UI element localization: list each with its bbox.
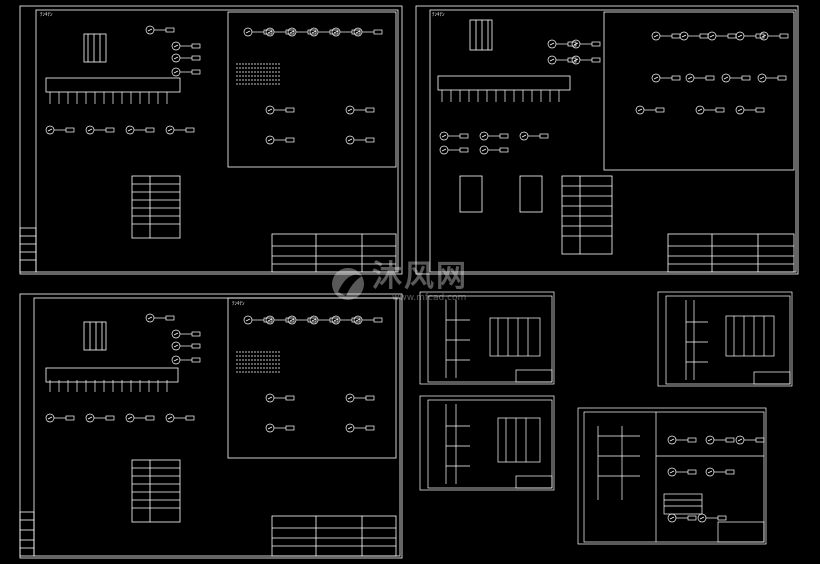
sheet-e-inner (665, 295, 791, 385)
sheet-a-title-block (271, 233, 397, 273)
sheet-c-inner-frame (33, 297, 401, 557)
sheet-c-title-block (271, 515, 397, 557)
sheet-b-inner-frame (429, 9, 797, 273)
sheet-a-side-strip (19, 227, 37, 273)
sheet-b (415, 5, 799, 275)
sheet-a-inner-frame (35, 9, 399, 273)
watermark-brand: 沐风网 (372, 259, 468, 294)
sheet-b-label: ﾃﾝｷﾃﾝ (432, 12, 445, 18)
sheet-c-symbols (45, 313, 383, 433)
sheet-c-label: ﾃﾝｷﾃﾝ (232, 301, 245, 307)
sheet-b-title-block (667, 233, 795, 273)
sheet-c-side-strip (19, 511, 35, 557)
sheet-d-panel (489, 317, 541, 357)
watermark: 沐风网 www.mfcad.com (332, 259, 468, 303)
sheet-e-border (657, 291, 793, 387)
sheet-c-busbar-block (83, 321, 107, 351)
sheet-d (419, 291, 555, 385)
watermark-url: www.mfcad.com (392, 293, 466, 303)
sheet-c-terminal-strip (45, 367, 179, 383)
sheet-a (19, 5, 403, 275)
watermark-logo-icon (332, 268, 364, 300)
sheet-a-right-region (227, 11, 397, 168)
sheet-b-symbols (439, 31, 789, 155)
sheet-e-title (753, 371, 791, 385)
sheet-b-busbar-block (469, 19, 493, 51)
sheet-b-breaker-stack-2 (519, 175, 543, 213)
sheet-b-border (415, 5, 799, 275)
sheet-c-border (19, 293, 403, 559)
sheet-e (657, 291, 793, 387)
sheet-d-title (515, 369, 553, 383)
sheet-d-inner (427, 295, 553, 383)
sheet-e-panel (725, 315, 775, 357)
sheet-b-breaker-stack-1 (459, 175, 483, 213)
sheet-b-table (561, 175, 613, 255)
sheet-g-table (663, 493, 703, 515)
sheet-d-border (419, 291, 555, 385)
sheet-b-terminal-strip (437, 75, 571, 91)
sheet-a-label: ﾃﾝｷﾃﾝ (40, 12, 53, 18)
sheet-g-inner (583, 411, 765, 543)
sheet-g (577, 407, 767, 545)
sheet-c-right-region (227, 297, 397, 459)
sheet-c-table (131, 459, 181, 523)
sheet-g-symbols (667, 435, 765, 523)
sheet-a-symbols (45, 25, 383, 145)
sheet-b-right-region (603, 11, 795, 171)
sheet-a-border (19, 5, 403, 275)
sheet-f (419, 395, 555, 491)
sheet-c (19, 293, 403, 559)
sheet-f-panel (497, 417, 541, 463)
sheet-g-border (577, 407, 767, 545)
sheet-f-title (515, 475, 553, 489)
sheet-a-busbar-block (83, 33, 107, 63)
sheet-f-inner (427, 399, 553, 489)
sheet-g-title (717, 521, 765, 543)
sheet-a-table (131, 175, 181, 239)
sheet-f-border (419, 395, 555, 491)
